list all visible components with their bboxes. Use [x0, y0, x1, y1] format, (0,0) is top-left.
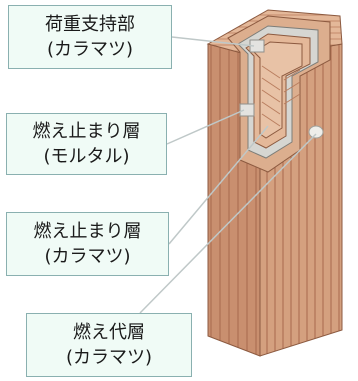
callout-burn-margin: 燃え代層 (カラマツ): [26, 313, 192, 377]
callout-line-1: 燃え止まり層: [33, 221, 142, 242]
callout-line-2: (モルタル): [43, 146, 130, 167]
callout-line-1: 荷重支持部: [45, 14, 135, 35]
callout-line-1: 燃え止まり層: [32, 121, 141, 142]
callout-line-1: 燃え代層: [73, 322, 145, 343]
callout-line-2: (カラマツ): [44, 246, 131, 267]
callout-mortar-stop: 燃え止まり層 (モルタル): [6, 113, 167, 175]
callout-line-2: (カラマツ): [46, 39, 134, 60]
callout-line-2: (カラマツ): [65, 347, 153, 368]
load-bearing-core: [253, 41, 303, 139]
leader-line-4: [139, 133, 317, 314]
callout-load-bearing: 荷重支持部 (カラマツ): [8, 5, 172, 69]
leader-line-3: [168, 125, 269, 245]
leader-line-2: [166, 109, 245, 145]
callout-larch-stop: 燃え止まり層 (カラマツ): [6, 212, 169, 276]
leader-line-1: [171, 36, 255, 47]
mortar-marker-mid: [239, 103, 255, 117]
layer-marker-dot: [308, 125, 324, 139]
leader-lines: [139, 36, 317, 314]
